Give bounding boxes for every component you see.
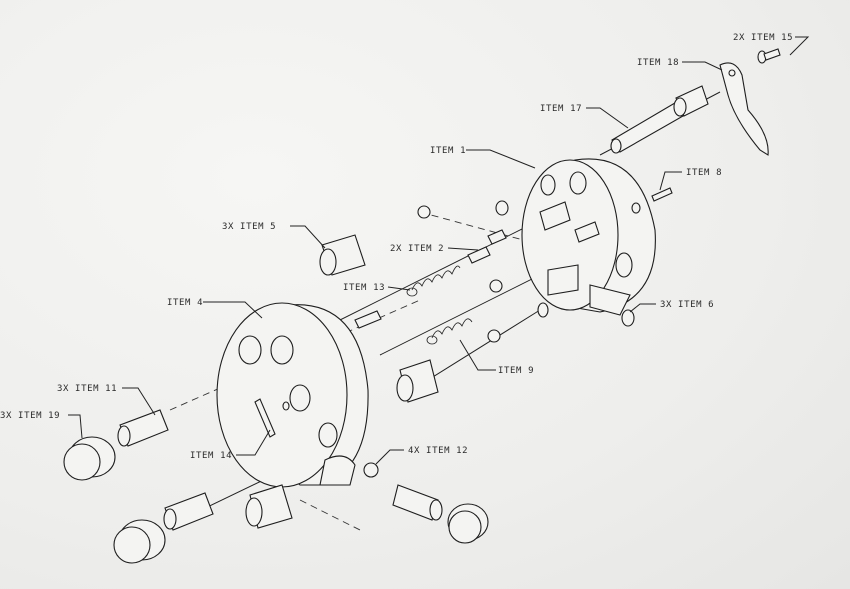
item-13-spring: [406, 265, 461, 297]
callout-item-1: ITEM 1: [430, 146, 466, 156]
item-8-screw: [495, 187, 673, 216]
callout-item-2: 2X ITEM 2: [390, 244, 444, 254]
item-18-lever: [719, 62, 769, 156]
callout-item-12: 4X ITEM 12: [408, 446, 468, 456]
item-11-set-screws: [117, 409, 443, 531]
item-15-screws: [757, 48, 781, 64]
callout-item-8: ITEM 8: [686, 168, 722, 178]
item-19-knobs: [63, 436, 489, 564]
callout-item-5: 3X ITEM 5: [222, 222, 276, 232]
callout-item-18: ITEM 18: [637, 58, 679, 68]
item-17-shaft: [610, 85, 709, 154]
leader-lines: [68, 36, 810, 465]
callout-item-11: 3X ITEM 11: [57, 384, 117, 394]
item-1-disc: [521, 158, 656, 316]
callout-item-9: ITEM 9: [498, 366, 534, 376]
item-9-spring: [426, 318, 473, 345]
callout-item-4: ITEM 4: [167, 298, 203, 308]
item-2-pins: [354, 229, 507, 329]
callout-item-14: ITEM 14: [190, 451, 232, 461]
item-callouts: 2X ITEM 15 ITEM 18 ITEM 17 ITEM 1 ITEM 8…: [0, 33, 793, 461]
callout-item-19: 3X ITEM 19: [0, 411, 60, 421]
item-5-sleeves: [245, 234, 439, 529]
callout-item-15: 2X ITEM 15: [733, 33, 793, 43]
callout-item-17: ITEM 17: [540, 104, 582, 114]
balls: [363, 205, 635, 478]
callout-item-6: 3X ITEM 6: [660, 300, 714, 310]
callout-item-13: ITEM 13: [343, 283, 385, 293]
item-4-disc: [216, 302, 369, 488]
